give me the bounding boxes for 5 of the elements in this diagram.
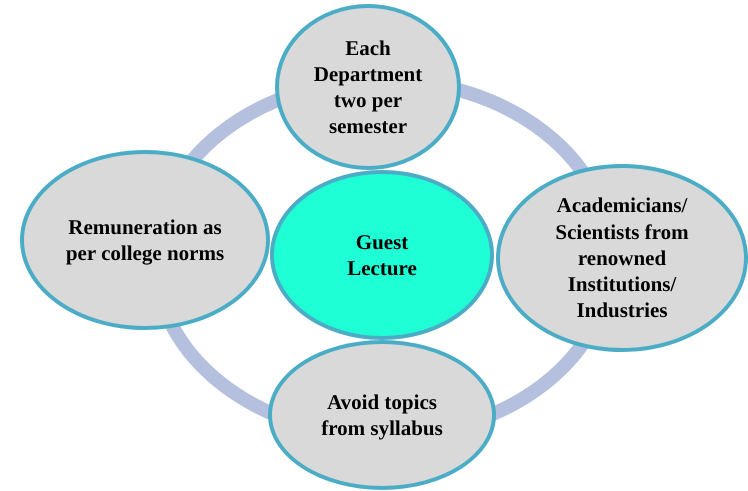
node-text: Remuneration as per college norms — [64, 214, 226, 266]
node-text: Guest Lecture — [346, 228, 418, 282]
node-text: Academicians/ Scientists from renowned Institutions/ Industries — [554, 192, 690, 324]
node-text: Avoid topics from syllabus — [320, 388, 444, 442]
node-text: Each Department two per semester — [312, 34, 424, 140]
